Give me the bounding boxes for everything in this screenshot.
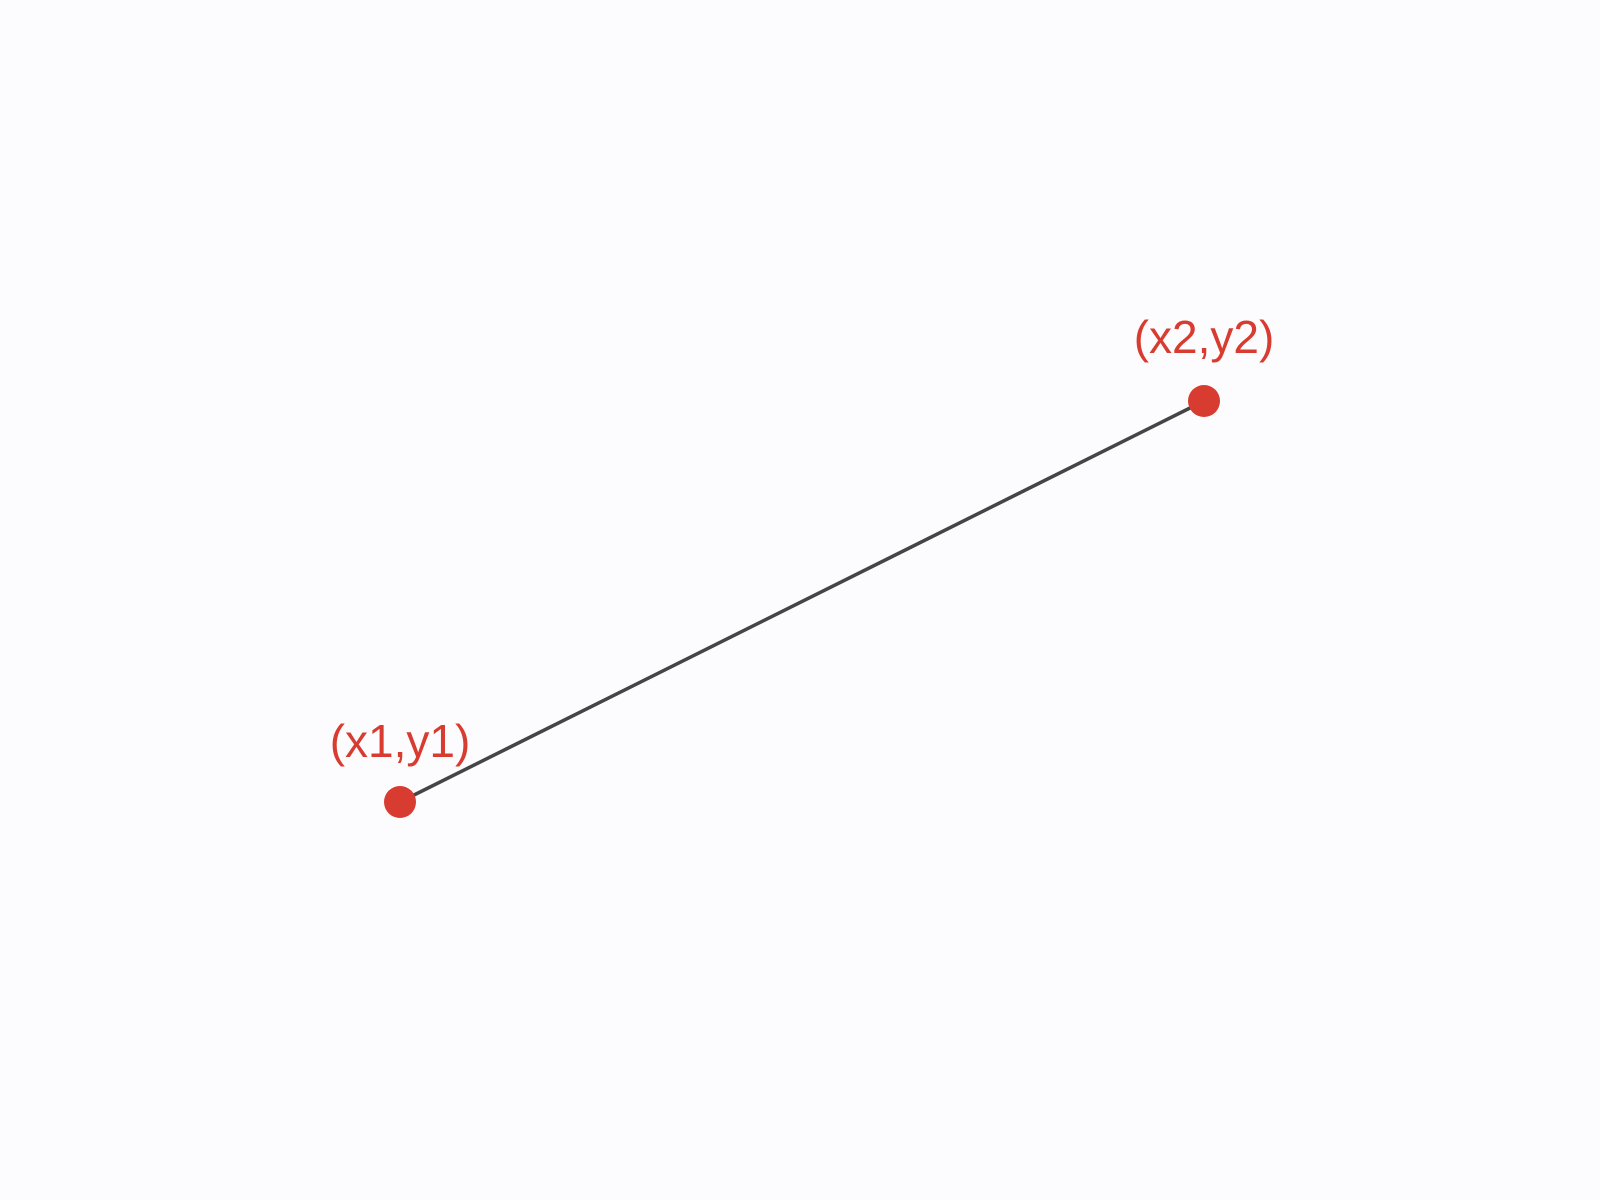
line-segment [398, 399, 1206, 804]
start-point-label: (x1,y1) [330, 715, 471, 767]
end-point-label: (x2,y2) [1134, 311, 1275, 363]
start-point-marker [384, 786, 416, 818]
end-point-marker [1188, 385, 1220, 417]
